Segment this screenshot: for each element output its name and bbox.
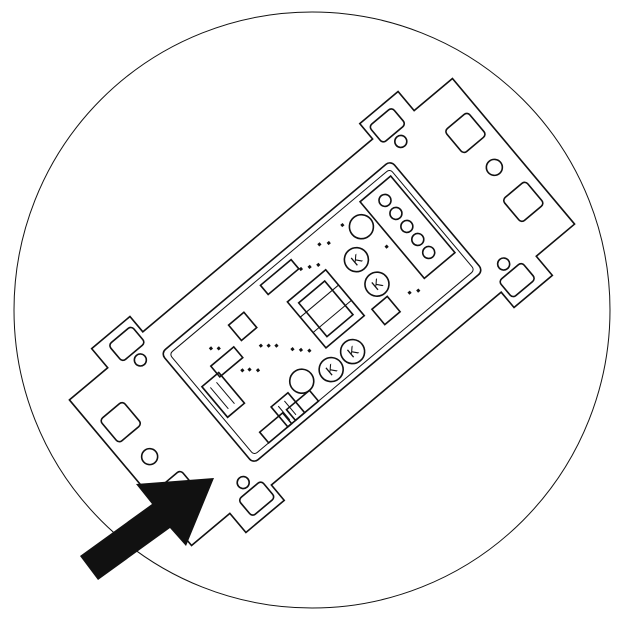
plate-tab (502, 181, 544, 223)
ic-chip (209, 345, 244, 379)
capacitor (348, 213, 375, 240)
mount-hole (485, 158, 504, 177)
relay-k-icon (343, 246, 370, 273)
smd-components (208, 222, 421, 373)
plate-tab (445, 112, 486, 154)
terminal-screw-icon (421, 245, 436, 260)
ic-chip (227, 311, 258, 342)
circuit-board: K K K K (162, 162, 482, 462)
mount-hole (496, 257, 511, 271)
plate-tab (238, 481, 275, 516)
ic-chip (259, 258, 300, 296)
relay-k-icon (318, 356, 344, 383)
white-connector (258, 389, 320, 445)
terminal-screw-icon (389, 206, 403, 221)
mounting-plate: K K K K (68, 77, 576, 547)
mount-hole (140, 447, 159, 466)
mount-hole (236, 475, 250, 490)
terminal-screw-icon (378, 193, 392, 208)
terminal-screw-icon (410, 232, 425, 247)
circular-frame (13, 11, 611, 609)
terminal-block (358, 174, 457, 280)
plate-tab (100, 401, 142, 443)
relay-k-icon (364, 271, 390, 297)
plate-tab (109, 326, 145, 362)
terminal-screw-icon (400, 219, 414, 234)
plate-tab (499, 262, 535, 298)
mount-hole (394, 134, 408, 149)
pointer-arrow-icon (80, 478, 214, 580)
transformer (286, 268, 366, 349)
mount-hole (133, 353, 148, 367)
pcb-inner-edge (170, 170, 474, 454)
relay-k-icon (339, 338, 366, 365)
plate-tab (369, 108, 406, 143)
connector-1 (200, 371, 246, 419)
plate-outline (68, 77, 576, 547)
ic-chip (370, 295, 402, 326)
